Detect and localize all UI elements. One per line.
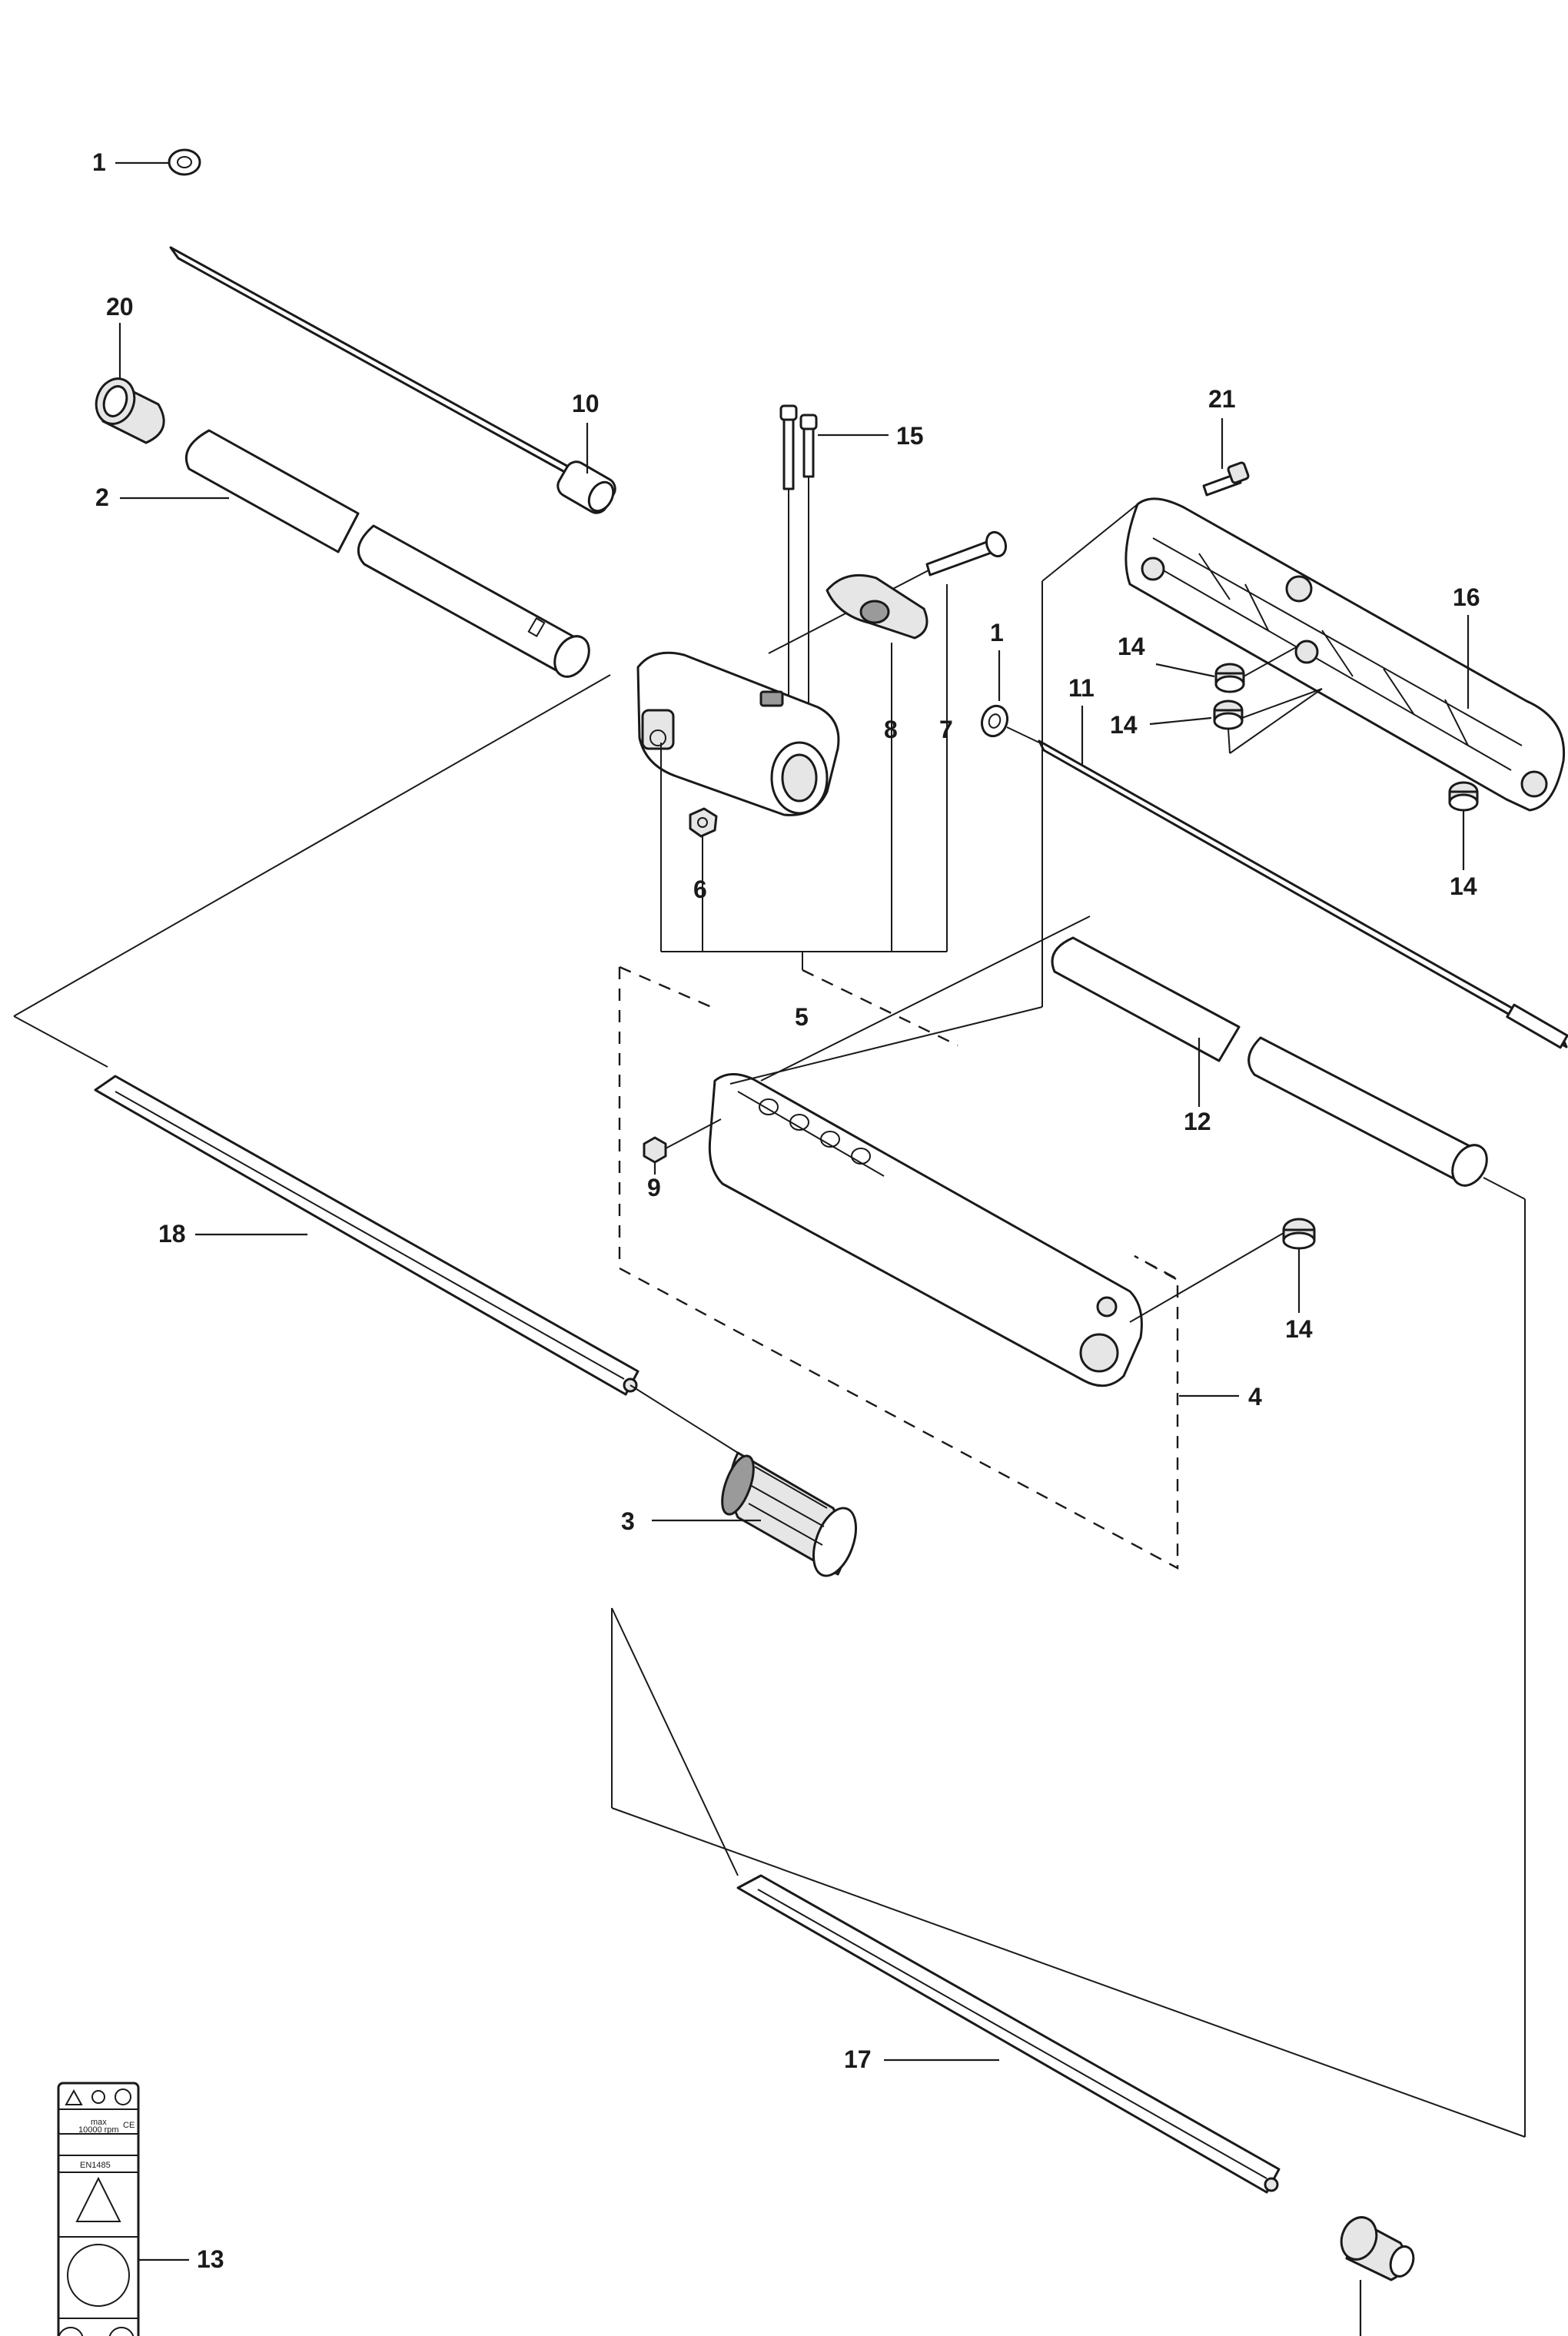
callout-14-c: 14 <box>1450 810 1477 900</box>
callout-number: 9 <box>647 1174 661 1201</box>
callout-number: 13 <box>197 2245 224 2273</box>
clamp-housing-part-5 <box>636 651 840 816</box>
nut-part-6 <box>689 807 718 838</box>
rail-part-18 <box>94 1075 639 1396</box>
callout-5: 5 <box>795 1003 809 1031</box>
callout-17: 17 <box>844 2045 999 2073</box>
callout-7: 7 <box>939 716 953 743</box>
callout-18: 18 <box>158 1220 307 1248</box>
callout-number: 17 <box>844 2045 872 2073</box>
callout-number: 4 <box>1248 1383 1262 1411</box>
callout-16: 16 <box>1453 583 1480 709</box>
callout-number: 8 <box>884 716 898 743</box>
callout-number: 12 <box>1184 1108 1211 1135</box>
callout-number: 14 <box>1285 1315 1313 1343</box>
callout-13: 13 <box>138 2245 224 2273</box>
bearing-cage-part-3 <box>721 1451 857 1577</box>
callout-number: 10 <box>572 390 600 417</box>
callout-19: 19 <box>1359 2280 1362 2336</box>
callout-14-d: 14 <box>1285 1248 1313 1343</box>
sticker-standard-label: EN1485 <box>80 2161 111 2170</box>
drive-shaft-part-10 <box>169 246 616 514</box>
callout-4: 4 <box>1179 1383 1262 1411</box>
callout-14-a: 14 <box>1118 633 1215 678</box>
callout-20: 20 <box>106 293 134 380</box>
tube-part-12 <box>1051 936 1488 1187</box>
callout-number: 5 <box>795 1003 809 1031</box>
bushing-part-14-a <box>1214 663 1245 693</box>
callout-number: 11 <box>1068 674 1095 702</box>
callout-number: 18 <box>158 1220 186 1248</box>
shaft-housing-part-4 <box>708 1073 1143 1387</box>
callout-12: 12 <box>1184 1038 1211 1135</box>
callout-number: 20 <box>106 293 134 321</box>
wing-knob-part-8 <box>826 573 929 640</box>
safety-decal-part-13: max 10000 rpm CE EN1485 <box>57 2082 140 2336</box>
callout-number: 7 <box>939 716 953 743</box>
callout-number: 21 <box>1208 385 1236 413</box>
sticker-rpm-label: 10000 rpm <box>78 2125 119 2135</box>
callout-21: 21 <box>1208 385 1236 469</box>
callout-number: 14 <box>1118 633 1145 660</box>
bushing-part-14-b <box>1213 699 1244 730</box>
callout-1-mid: 1 <box>990 619 1004 701</box>
callout-number: 15 <box>896 422 924 450</box>
callout-number: 14 <box>1110 711 1138 739</box>
callout-14-b: 14 <box>1110 711 1212 739</box>
callout-number: 6 <box>693 876 707 903</box>
callout-number: 1 <box>990 619 1004 646</box>
callout-15: 15 <box>818 422 924 450</box>
tube-part-2 <box>184 429 590 678</box>
bushing-part-14-c <box>1448 781 1479 812</box>
rail-part-17 <box>736 1874 1281 2194</box>
callout-8: 8 <box>884 716 898 743</box>
washer-part-1-top <box>168 148 201 176</box>
nut-part-9 <box>643 1136 667 1164</box>
assembly-dashed-outline <box>618 965 1179 1570</box>
washer-part-1-mid <box>980 704 1009 738</box>
callout-number: 3 <box>621 1507 635 1535</box>
assembly-reference-lines <box>13 503 1526 2138</box>
callout-number: 16 <box>1453 583 1480 611</box>
callout-9: 9 <box>647 1162 661 1201</box>
callout-1-top: 1 <box>92 148 169 176</box>
callout-number: 1 <box>92 148 106 176</box>
handle-housing-part-16 <box>1125 497 1566 812</box>
callout-6: 6 <box>693 876 707 903</box>
callout-10: 10 <box>572 390 600 474</box>
callout-number: 2 <box>95 483 109 511</box>
callout-3: 3 <box>621 1507 761 1535</box>
screw-part-21 <box>1202 461 1250 497</box>
callout-number: 14 <box>1450 872 1477 900</box>
sticker-ce-label: CE <box>123 2121 135 2130</box>
end-cap-part-19 <box>1340 2216 1415 2281</box>
bushing-part-14-d <box>1282 1218 1316 1250</box>
callout-11: 11 <box>1068 674 1095 766</box>
callout-2: 2 <box>95 483 229 511</box>
screws-part-15 <box>779 404 818 723</box>
end-cap-part-20 <box>95 377 165 444</box>
sticker-max-label: max <box>91 2118 107 2127</box>
